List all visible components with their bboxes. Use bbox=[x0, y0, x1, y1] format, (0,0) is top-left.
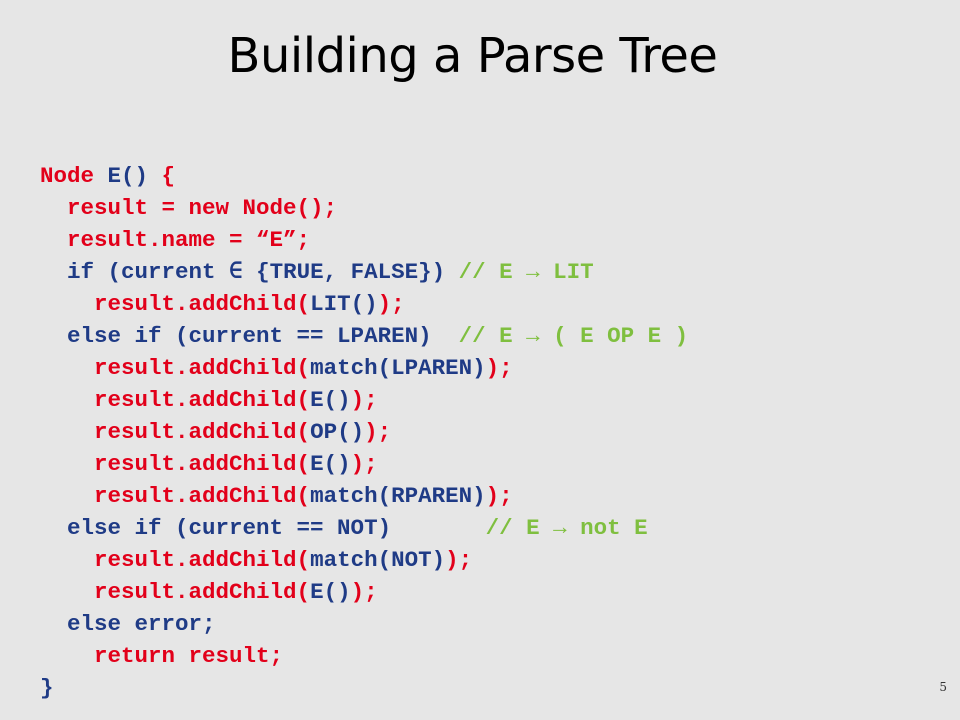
code-comment: // E → ( E OP E ) bbox=[458, 323, 689, 349]
code-line: Node E() { bbox=[40, 160, 688, 192]
code-indent bbox=[40, 195, 67, 221]
code-line: else error; bbox=[40, 608, 688, 640]
code-line: return result; bbox=[40, 640, 688, 672]
code-line: result.addChild(E()); bbox=[40, 448, 688, 480]
code-line: result.addChild(match(RPAREN)); bbox=[40, 480, 688, 512]
code-token: E() bbox=[107, 163, 149, 189]
code-token: result.addChild( bbox=[94, 451, 311, 477]
code-token: else error; bbox=[67, 611, 216, 637]
code-token: result.addChild( bbox=[94, 483, 311, 509]
code-indent bbox=[40, 419, 94, 445]
code-token: result.addChild( bbox=[94, 387, 311, 413]
code-token: Node bbox=[40, 163, 108, 189]
code-token: E() bbox=[310, 579, 351, 605]
code-token: result.addChild( bbox=[94, 547, 311, 573]
page-number: 5 bbox=[939, 680, 947, 694]
code-line: } bbox=[40, 672, 688, 704]
slide-title: Building a Parse Tree bbox=[227, 28, 718, 84]
code-token: } bbox=[40, 675, 54, 701]
code-token: ); bbox=[485, 483, 513, 509]
code-indent bbox=[40, 515, 67, 541]
code-indent bbox=[40, 291, 94, 317]
code-token: OP() bbox=[310, 419, 365, 445]
code-indent bbox=[40, 323, 67, 349]
code-line: else if (current == LPAREN) // E → ( E O… bbox=[40, 320, 688, 352]
code-comment: // E → not E bbox=[485, 515, 648, 541]
code-indent bbox=[40, 451, 94, 477]
code-token: result.addChild( bbox=[94, 291, 311, 317]
code-line: if (current ∈ {TRUE, FALSE}) // E → LIT bbox=[40, 256, 688, 288]
code-line: result.addChild(E()); bbox=[40, 384, 688, 416]
code-token: ); bbox=[350, 451, 378, 477]
code-line: result.name = “E”; bbox=[40, 224, 688, 256]
code-token: else if (current == NOT) bbox=[67, 515, 486, 541]
code-indent bbox=[40, 259, 67, 285]
code-line: result.addChild(E()); bbox=[40, 576, 688, 608]
code-line: result.addChild(LIT()); bbox=[40, 288, 688, 320]
code-indent bbox=[40, 387, 94, 413]
code-comment: // E → LIT bbox=[458, 259, 594, 285]
code-token: result.addChild( bbox=[94, 419, 311, 445]
code-indent bbox=[40, 483, 94, 509]
code-indent bbox=[40, 611, 67, 637]
code-token: return result; bbox=[94, 643, 284, 669]
code-indent bbox=[40, 643, 94, 669]
code-block: Node E() { result = new Node(); result.n… bbox=[40, 160, 688, 704]
code-token: match(LPAREN) bbox=[310, 355, 486, 381]
code-token: match(NOT) bbox=[310, 547, 446, 573]
code-line: result.addChild(match(LPAREN)); bbox=[40, 352, 688, 384]
code-line: result.addChild(match(NOT)); bbox=[40, 544, 688, 576]
code-token: { bbox=[148, 163, 176, 189]
code-token: else if (current == LPAREN) bbox=[67, 323, 459, 349]
code-token: result = new Node(); bbox=[67, 195, 338, 221]
code-line: else if (current == NOT) // E → not E bbox=[40, 512, 688, 544]
code-indent bbox=[40, 355, 94, 381]
code-indent bbox=[40, 579, 94, 605]
code-indent bbox=[40, 227, 67, 253]
code-line: result = new Node(); bbox=[40, 192, 688, 224]
code-token: ); bbox=[350, 387, 378, 413]
code-indent bbox=[40, 547, 94, 573]
code-token: result.name = “E”; bbox=[67, 227, 311, 253]
code-token: if (current ∈ {TRUE, FALSE}) bbox=[67, 259, 459, 285]
code-token: ); bbox=[350, 579, 378, 605]
code-token: ); bbox=[445, 547, 473, 573]
code-token: ); bbox=[364, 419, 392, 445]
code-token: E() bbox=[310, 387, 351, 413]
code-token: ); bbox=[377, 291, 405, 317]
code-token: result.addChild( bbox=[94, 579, 311, 605]
code-token: match(RPAREN) bbox=[310, 483, 486, 509]
code-token: ); bbox=[485, 355, 513, 381]
code-token: LIT() bbox=[310, 291, 378, 317]
code-token: E() bbox=[310, 451, 351, 477]
code-token: result.addChild( bbox=[94, 355, 311, 381]
code-line: result.addChild(OP()); bbox=[40, 416, 688, 448]
